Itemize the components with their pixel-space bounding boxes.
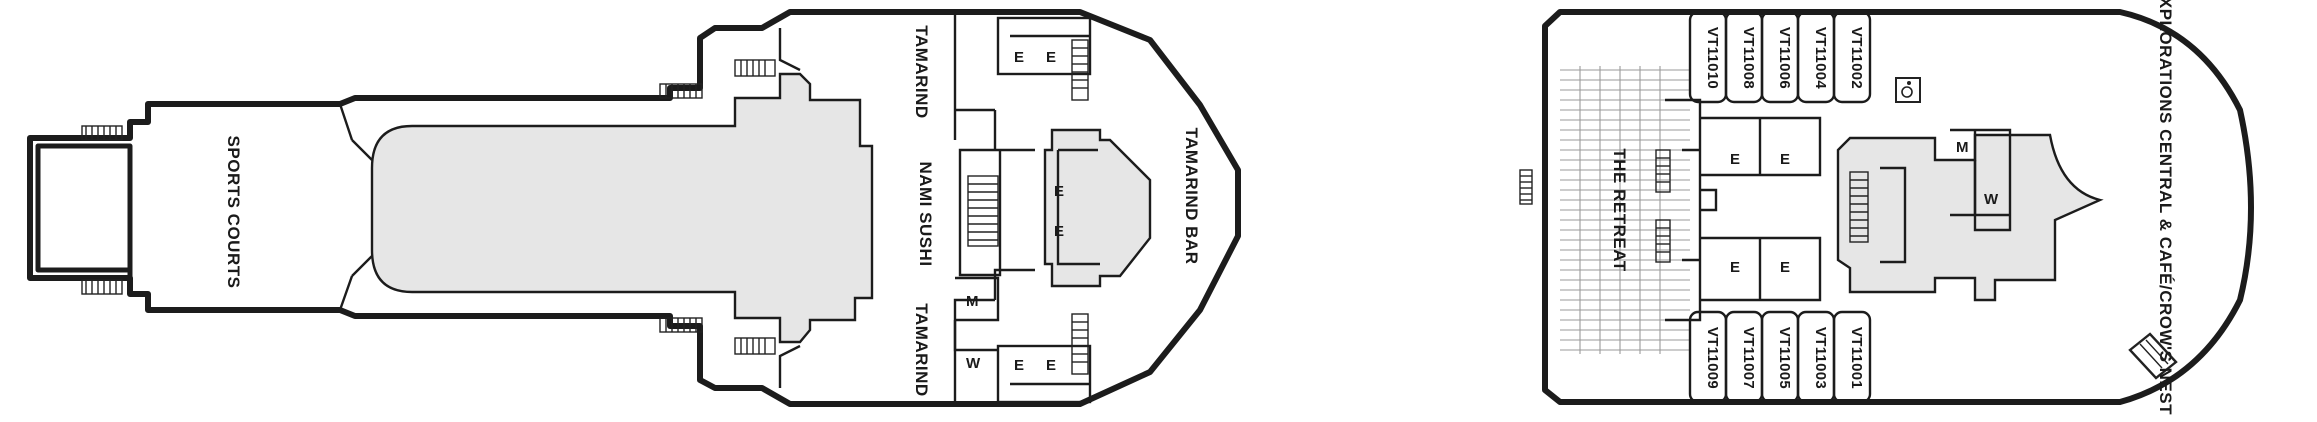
cabanas-bottom-row [1688, 310, 1872, 404]
tamarind-bottom-label: TAMARIND [912, 303, 931, 396]
womens-room-marker: W [1984, 191, 1999, 208]
cabana[interactable] [1832, 10, 1872, 104]
mens-room-marker: M [966, 293, 979, 310]
cabanas-top-row [1688, 10, 1872, 104]
tamarind-top-label: TAMARIND [912, 25, 931, 118]
cabana-label: VT11002 [1848, 27, 1865, 89]
aft-service-block-top [996, 16, 1092, 76]
elevator-marker: E [1014, 49, 1024, 66]
cabana-label: VT11005 [1776, 327, 1793, 389]
aft-restroom-walls [953, 276, 1000, 352]
the-retreat-seating [1560, 66, 1690, 354]
cabana-label: VT11008 [1740, 27, 1757, 89]
forward-restroom-walls [1950, 128, 2012, 217]
cabana-label: VT11001 [1848, 327, 1865, 389]
cabana-label: VT11007 [1740, 327, 1757, 389]
mens-room-marker: M [1956, 139, 1969, 156]
cabana-label: VT11010 [1704, 27, 1721, 89]
nami-sushi-label: NAMI SUSHI [916, 161, 935, 266]
elevator-marker: E [1780, 259, 1790, 276]
cabana-labels-bottom: VT11009 VT11007 VT11005 VT11003 VT11001 [1704, 327, 1865, 389]
aft-deck-diagonals [338, 103, 373, 311]
explorations-central-label: EXPLORATIONS CENTRAL & CAFÉ/CROW'S NEST [2156, 0, 2175, 415]
forward-deck-section: VT11010 VT11008 VT11006 VT11004 VT11002 … [1519, 0, 2254, 415]
elevator-marker: E [1054, 183, 1064, 200]
forward-service-core [1700, 116, 1822, 302]
tamarind-bar-counter [1043, 128, 1152, 288]
stairs-icon [2128, 332, 2178, 380]
cabana-label: VT11003 [1812, 327, 1829, 389]
sports-courts-label: SPORTS COURTS [224, 136, 243, 289]
elevator-marker: E [1780, 151, 1790, 168]
stairs-icon [81, 39, 1089, 375]
elevator-marker: E [1046, 49, 1056, 66]
tamarind-bar-inner [1056, 148, 1100, 266]
cabana[interactable] [1832, 310, 1872, 404]
wheelchair-icon [1895, 77, 1921, 103]
forward-hull-outline [1542, 9, 2254, 405]
elevator-marker: E [1730, 259, 1740, 276]
sports-court-wall [35, 143, 133, 281]
the-retreat-label: THE RETREAT [1610, 148, 1629, 271]
aft-deck-section: SPORTS COURTS TAMARIND NAMI SUSHI TAMARI… [27, 9, 1241, 407]
elevator-marker: E [1046, 357, 1056, 374]
elevator-marker: E [1014, 357, 1024, 374]
cabana-labels-top: VT11010 VT11008 VT11006 VT11004 VT11002 [1704, 27, 1865, 90]
aft-interior-walls [778, 14, 1035, 402]
aft-lido-area [370, 72, 874, 344]
tamarind-bar-label: TAMARIND BAR [1182, 128, 1201, 265]
womens-room-marker: W [966, 355, 981, 372]
cabana-label: VT11009 [1704, 327, 1721, 389]
cabana-label: VT11006 [1776, 27, 1793, 89]
stairs-icon [1519, 149, 1869, 263]
aft-service-block-bottom [996, 344, 1092, 404]
elevator-marker: E [1730, 151, 1740, 168]
cabana-label: VT11004 [1812, 27, 1829, 90]
explorations-central-area [1836, 133, 2104, 302]
elevator-marker: E [1054, 223, 1064, 240]
